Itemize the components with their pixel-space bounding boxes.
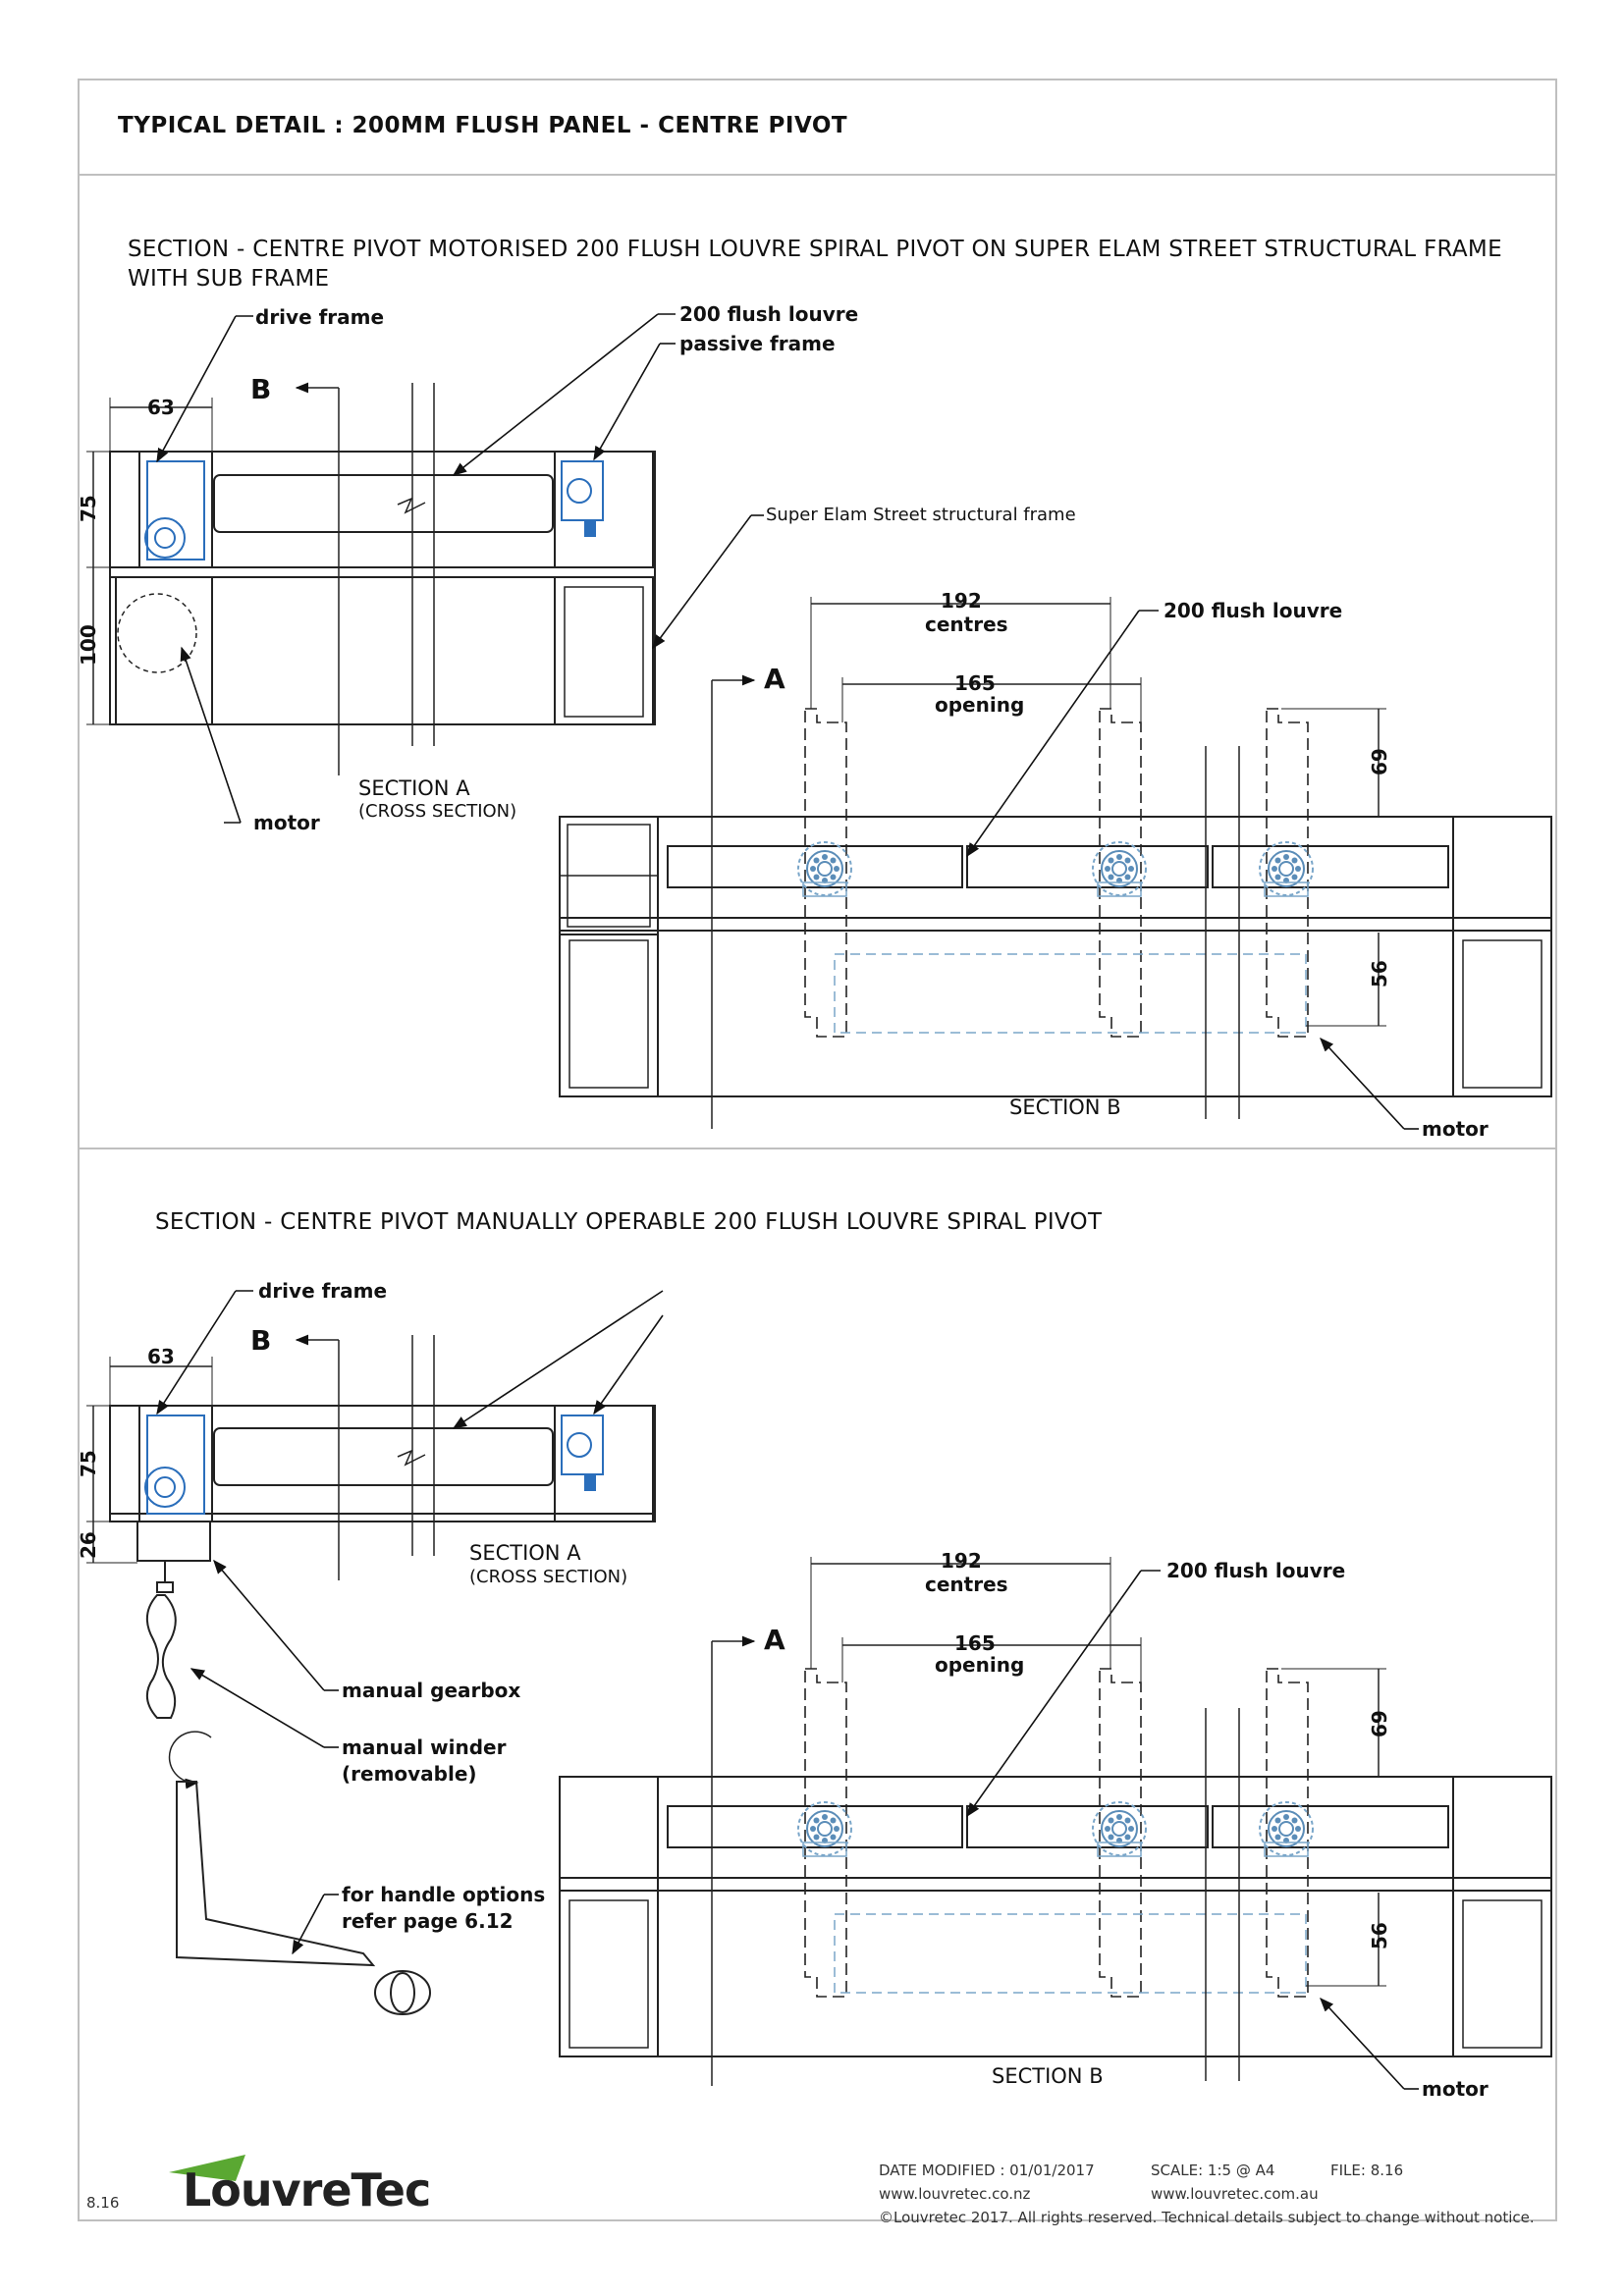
label-flush-louvre: 200 flush louvre (679, 302, 859, 326)
url-au[interactable]: www.louvretec.com.au (1151, 2185, 1319, 2203)
label-cross-section: (CROSS SECTION) (358, 801, 517, 822)
section1-heading-line1: SECTION - CENTRE PIVOT MOTORISED 200 FLU… (128, 237, 1502, 262)
dim-75-2: 75 (77, 1450, 100, 1477)
section2-section-b (559, 1557, 1552, 2086)
label-passive-frame: passive frame (679, 332, 836, 355)
section2-heading: SECTION - CENTRE PIVOT MANUALLY OPERABLE… (155, 1209, 1103, 1235)
label-motor-b: motor (1422, 1117, 1489, 1141)
marker-b: B (250, 373, 272, 405)
page-number: 8.16 (86, 2194, 120, 2212)
page-title: TYPICAL DETAIL : 200MM FLUSH PANEL - CEN… (118, 113, 848, 138)
dim-100: 100 (77, 624, 100, 666)
section1-section-b (559, 597, 1552, 1129)
label-refer-page: refer page 6.12 (342, 1909, 514, 1933)
label-motor-a: motor (253, 811, 320, 834)
scale: SCALE: 1:5 @ A4 (1151, 2162, 1275, 2179)
label-section-a: SECTION A (358, 776, 470, 800)
page-border (78, 79, 1557, 2221)
marker-b-2: B (250, 1324, 272, 1357)
section1-heading-line2: WITH SUB FRAME (128, 266, 330, 292)
label-flush-louvre-b: 200 flush louvre (1164, 599, 1343, 622)
section2-b-leaders (966, 1570, 1419, 2090)
dim-75: 75 (77, 495, 100, 522)
dim-centres-label-2: centres (925, 1573, 1008, 1596)
label-manual-gearbox: manual gearbox (342, 1679, 521, 1702)
label-flush-louvre-b-2: 200 flush louvre (1166, 1559, 1346, 1582)
dim-26: 26 (77, 1531, 100, 1559)
dim-56-2: 56 (1368, 1922, 1391, 1949)
section1-b-leaders (966, 610, 1419, 1130)
marker-a: A (764, 663, 785, 695)
logo-leaf-icon (169, 2155, 245, 2181)
label-handle-options: for handle options (342, 1883, 546, 1906)
section1-cross-section (86, 382, 656, 775)
dim-centres-label: centres (925, 613, 1008, 636)
brand-logo: LouvreTec (183, 2163, 431, 2216)
label-removable: (removable) (342, 1762, 477, 1786)
dim-centres-value-2: 192 (941, 1549, 982, 1573)
label-structural-frame: Super Elam Street structural frame (766, 505, 1076, 525)
dim-69: 69 (1368, 748, 1391, 775)
url-nz[interactable]: www.louvretec.co.nz (879, 2185, 1031, 2203)
dim-opening-value: 165 (954, 671, 996, 695)
section1-leaders (156, 313, 764, 824)
dim-opening-value-2: 165 (954, 1631, 996, 1655)
file-ref: FILE: 8.16 (1330, 2162, 1404, 2179)
dim-opening-label-2: opening (935, 1653, 1025, 1677)
label-cross-section-2: (CROSS SECTION) (469, 1567, 628, 1587)
dim-69-2: 69 (1368, 1710, 1391, 1737)
dim-63-2: 63 (147, 1345, 175, 1368)
label-section-b: SECTION B (1009, 1095, 1121, 1119)
label-section-a-2: SECTION A (469, 1541, 581, 1565)
label-section-b-2: SECTION B (992, 2064, 1104, 2088)
dim-opening-label: opening (935, 693, 1025, 717)
label-manual-winder: manual winder (342, 1735, 507, 1759)
copyright: ©Louvretec 2017. All rights reserved. Te… (879, 2209, 1535, 2226)
section2-leaders (156, 1290, 664, 1955)
date-modified: DATE MODIFIED : 01/01/2017 (879, 2162, 1095, 2179)
section2-cross-section (86, 1334, 656, 2015)
label-drive-frame: drive frame (255, 305, 385, 329)
label-motor-b-2: motor (1422, 2077, 1489, 2101)
marker-a-2: A (764, 1624, 785, 1656)
label-drive-frame-2: drive frame (258, 1279, 388, 1303)
dim-63: 63 (147, 396, 175, 419)
dim-centres-value: 192 (941, 589, 982, 613)
dim-56: 56 (1368, 960, 1391, 988)
